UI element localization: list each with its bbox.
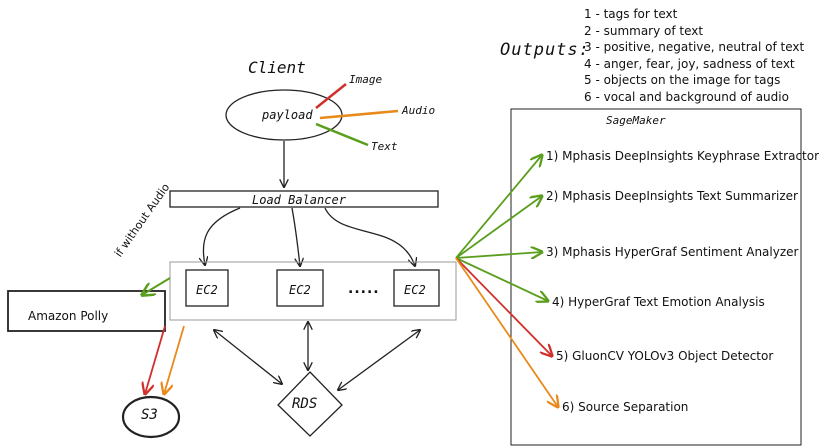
lb-to-ec2-3-arrow (324, 207, 415, 266)
output-item: 4 - anger, fear, joy, sadness of text (584, 56, 795, 71)
polly-to-s3-red-arrow (145, 325, 166, 394)
ec2-to-service-5-arrow (455, 257, 552, 356)
ec2-to-service-4-arrow (455, 257, 548, 301)
sagemaker-service-1: 1) Mphasis DeepInsights Keyphrase Extrac… (546, 149, 819, 163)
client-label: Client (248, 58, 306, 77)
outputs-list: 1 - tags for text 2 - summary of text 3 … (584, 6, 804, 106)
audio-input-line (319, 109, 399, 120)
rds-diamond (277, 371, 343, 437)
sagemaker-service-4: 4) HyperGraf Text Emotion Analysis (552, 295, 765, 309)
ec2-label: EC2 (289, 283, 311, 297)
sagemaker-service-6: 6) Source Separation (562, 400, 689, 414)
ec2-to-service-1-arrow (455, 155, 542, 259)
sagemaker-title: SageMaker (606, 114, 666, 127)
polly-label: Amazon Polly (28, 309, 109, 323)
output-item: 5 - objects on the image for tags (584, 73, 781, 88)
text-input-label: Text (371, 140, 398, 153)
polly-box (7, 290, 166, 332)
output-item: 3 - positive, negative, neutral of text (584, 40, 805, 55)
ec2-box-2 (276, 269, 324, 307)
sagemaker-service-2: 2) Mphasis DeepInsights Text Summarizer (546, 189, 798, 203)
ec2-label: EC2 (196, 283, 218, 297)
image-input-label: Image (349, 73, 383, 86)
output-item: 6 - vocal and background of audio (584, 89, 789, 104)
ec2-to-service-3-arrow (455, 252, 542, 258)
ec2-box-3 (393, 269, 440, 307)
s3-label: S3 (141, 407, 158, 423)
load-balancer-box (169, 190, 439, 208)
ec2-box-1 (185, 269, 229, 307)
ec2-1-rds-arrow (214, 330, 282, 384)
ec2-ellipsis: ..... (348, 281, 380, 297)
output-item: 2 - summary of text (584, 23, 704, 38)
output-item: 1 - tags for text (584, 7, 678, 21)
audio-input-label: Audio (402, 104, 436, 117)
sagemaker-service-3: 3) Mphasis HyperGraf Sentiment Analyzer (546, 245, 799, 259)
sagemaker-service-5: 5) GluonCV YOLOv3 Object Detector (556, 349, 774, 363)
lb-to-ec2-2-arrow (291, 207, 300, 266)
ec2-label: EC2 (404, 283, 426, 297)
load-balancer-label: Load Balancer (252, 193, 346, 207)
polly-to-s3-orange-arrow (164, 325, 185, 394)
rds-label: RDS (292, 396, 318, 412)
sagemaker-box (510, 108, 802, 446)
outputs-title: Outputs: (500, 40, 590, 60)
image-input-line (315, 83, 347, 109)
ec2-3-rds-arrow (338, 330, 420, 390)
s3-circle (121, 395, 181, 439)
ec2-group (169, 261, 457, 321)
lb-to-ec2-1-arrow (203, 207, 241, 265)
text-input-line (315, 122, 369, 147)
ec2-to-service-2-arrow (455, 196, 542, 259)
ec2-to-service-6-arrow (455, 257, 558, 407)
ec2-to-polly-arrow (142, 277, 171, 295)
payload-label: payload (262, 108, 313, 122)
